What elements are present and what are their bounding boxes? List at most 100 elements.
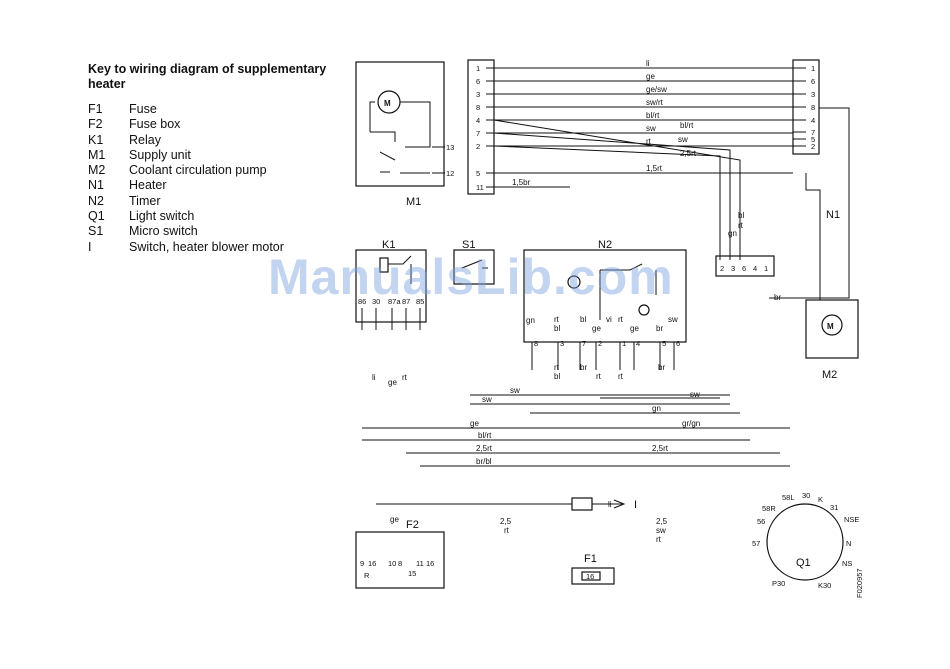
connector-right-pin: 1 [811, 64, 815, 73]
connector-mid-pin: 6 [742, 264, 746, 273]
f2-fuse-number: 10 [388, 559, 396, 568]
f2-fuse-number: 11 [416, 559, 424, 568]
n2-pin: 8 [534, 339, 538, 348]
n2-wire-label: ge [630, 324, 639, 333]
m1-pin-12: 12 [446, 169, 454, 178]
legend: Key to wiring diagram of supplementary h… [88, 62, 348, 255]
n2-wire-label: rt [596, 372, 602, 381]
q1-terminal: NS [842, 559, 852, 568]
k1-pin: 87 [402, 297, 410, 306]
harness-wire-label: sw [646, 124, 656, 133]
n2-wire-label: bl [554, 372, 560, 381]
legend-code: K1 [88, 132, 104, 147]
connector-right-pin: 5 [811, 135, 815, 144]
legend-code: F1 [88, 102, 103, 116]
harness-wire-label: 1,5rt [646, 164, 663, 173]
bus-wire-label: sw [482, 395, 492, 404]
wire-label-1-5br: 1,5br [512, 178, 531, 187]
wire-label-rt: rt [738, 221, 744, 230]
k1-pin: 30 [372, 297, 380, 306]
f1-rating: 16 [586, 572, 594, 581]
n2-pin: 2 [598, 339, 602, 348]
m1-label: M1 [406, 196, 421, 208]
f2-wire-label: rt [656, 535, 662, 544]
legend-item: Q1 Light switch [88, 209, 348, 224]
n2-box [523, 249, 687, 343]
legend-code: F2 [88, 117, 103, 132]
n2-pin: 1 [622, 339, 626, 348]
reference-code: F020957 [855, 568, 864, 598]
k1-wire-label: rt [402, 373, 408, 382]
n2-pin: 4 [636, 339, 640, 348]
legend-desc: Timer [129, 193, 161, 208]
n2-wire-label: br [658, 363, 665, 372]
f2-fuse-number: 8 [398, 559, 402, 568]
legend-desc: Heater [129, 178, 167, 193]
legend-desc: Fuse [129, 102, 157, 116]
n2-wire-label: bl [580, 315, 586, 324]
connector-left-pin: 5 [476, 169, 480, 178]
f2-fuse-number: 16 [368, 559, 376, 568]
connector-right-pin: 4 [811, 116, 815, 125]
q1-terminal: 58R [762, 504, 776, 513]
n2-wire-label: vi [606, 315, 612, 324]
n2-pin: 6 [676, 339, 680, 348]
m2-motor-letter: M [827, 322, 834, 331]
legend-title: Key to wiring diagram of supplementary h… [88, 62, 327, 91]
f2-fuse-number: 9 [360, 559, 364, 568]
n2-wire-label: gn [526, 316, 535, 325]
bus-wire-label: br/bl [476, 457, 492, 466]
n2-label: N2 [598, 239, 612, 251]
legend-code: Q1 [88, 209, 105, 224]
f2-box [355, 531, 445, 589]
f1-box [571, 567, 615, 585]
k1-box [355, 249, 427, 323]
n2-wire-label: rt [618, 315, 624, 324]
connector-mid [715, 255, 775, 277]
f2-wire-label: rt [504, 526, 510, 535]
n2-wire-label: rt [554, 315, 560, 324]
legend-code: M2 [88, 163, 106, 178]
n2-pin: 5 [662, 339, 666, 348]
legend-item: F1 Fuse [88, 102, 348, 117]
bus-wire-label: 2,5rt [652, 444, 669, 453]
f2-fuse-number: 15 [408, 569, 416, 578]
n2-pin: 7 [582, 339, 586, 348]
wire-label-blrt: bl/rt [680, 121, 694, 130]
bus-wire-label: ge [470, 419, 479, 428]
legend-desc: Coolant circulation pump [129, 163, 267, 178]
legend-item: K1 Relay [88, 133, 348, 148]
legend-desc: Light switch [129, 209, 195, 224]
connector-left-pin: 7 [476, 129, 480, 138]
m1-motor-letter: M [384, 99, 391, 108]
connector-left-pin: 3 [476, 90, 480, 99]
harness-wire-label: ge/sw [646, 85, 667, 94]
q1-terminal: 30 [802, 491, 810, 500]
wire-label-sw: sw [678, 135, 688, 144]
f2-label: F2 [406, 519, 419, 531]
legend-desc: Relay [129, 132, 161, 147]
watermark: ManualsLib.com [268, 249, 674, 305]
f2-wire-label: 2,5 [656, 517, 668, 526]
connector-right-pin: 6 [811, 77, 815, 86]
legend-item: M2 Coolant circulation pump [88, 163, 348, 178]
bus-wire-label: gr/gn [682, 419, 700, 428]
f2-fuse-number: R [364, 571, 370, 580]
q1-dial [766, 503, 844, 581]
wire-label-bl: bl [738, 211, 744, 220]
n2-wire-label: ge [592, 324, 601, 333]
wire-label-2-5rt: 2,5rt [680, 149, 697, 158]
wire-label-gn: gn [728, 229, 737, 238]
bus-wire-label: gn [652, 404, 661, 413]
harness-wire-label: sw/rt [646, 98, 664, 107]
k1-label: K1 [382, 239, 395, 251]
connector-mid-pin: 2 [720, 264, 724, 273]
n2-pin: 3 [560, 339, 564, 348]
harness-wire-label: ge [646, 72, 655, 81]
